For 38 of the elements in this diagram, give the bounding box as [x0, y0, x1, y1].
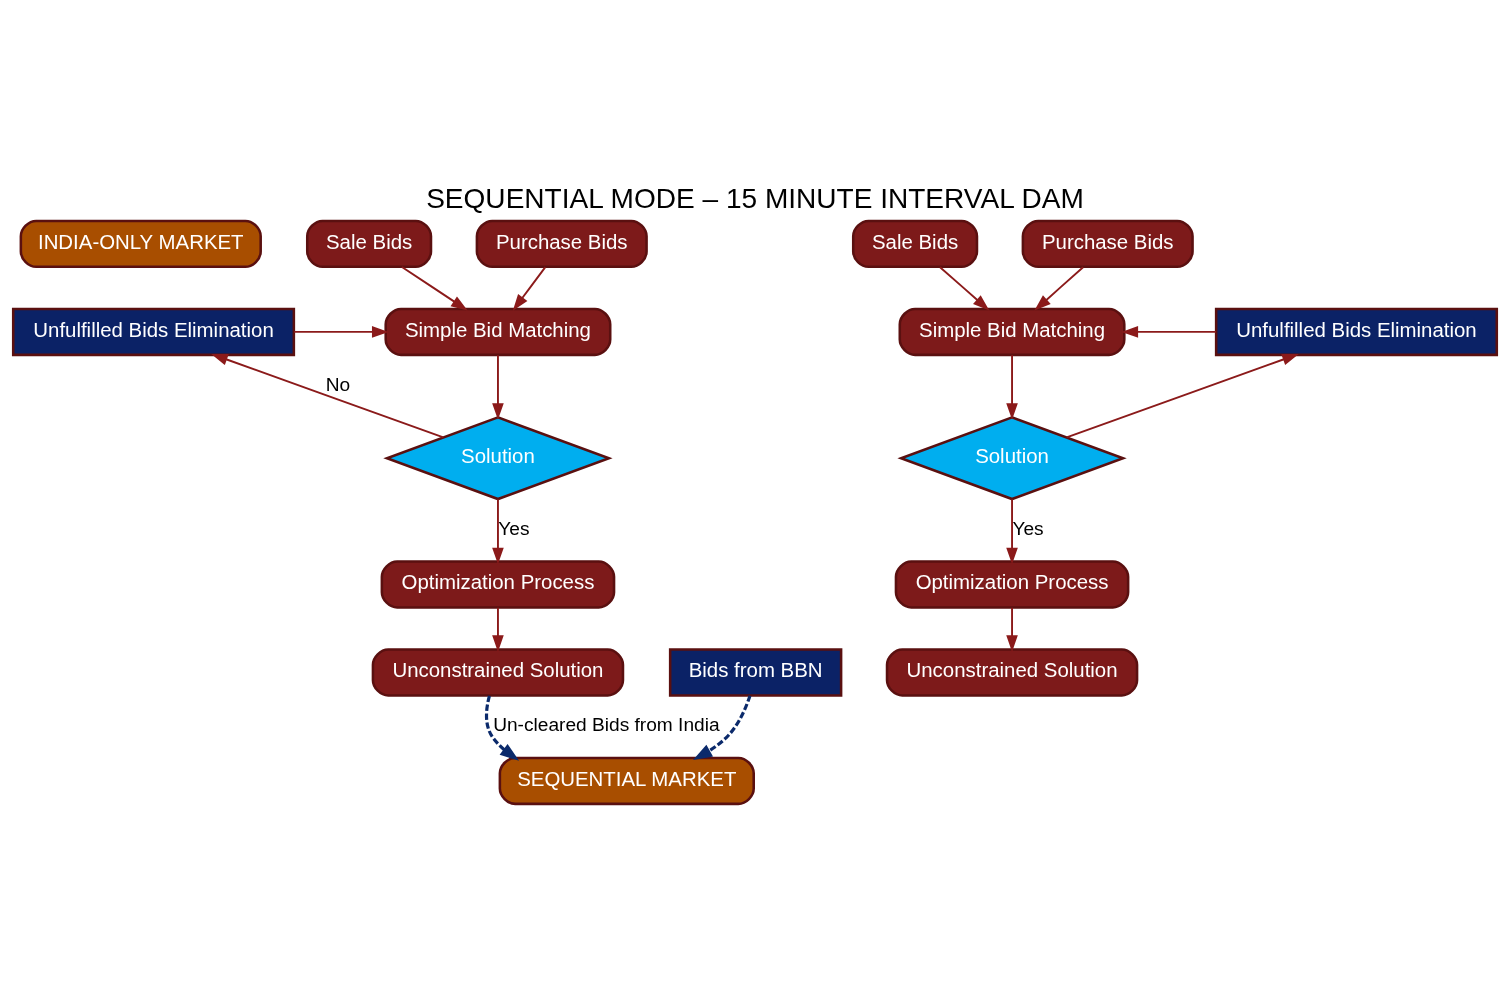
arrow	[1121, 326, 1217, 338]
node-box: Purchase Bids	[1021, 219, 1194, 269]
arrow	[401, 266, 468, 311]
arrow	[492, 354, 504, 420]
edge-label: Yes	[498, 517, 530, 539]
node-box: Sale Bids	[305, 219, 433, 269]
node-box: Unfulfilled Bids Elimination	[11, 307, 296, 357]
node-box: Simple Bid Matching	[898, 307, 1126, 357]
arrow	[1065, 353, 1299, 439]
diagram-title: SEQUENTIAL MODE – 15 MINUTE INTERVAL DAM	[426, 182, 1084, 214]
arrow	[1006, 354, 1018, 420]
arrow	[484, 695, 520, 761]
node-box: SEQUENTIAL MARKET	[498, 756, 755, 806]
node-box: Optimization Process	[380, 560, 616, 609]
node-box: Simple Bid Matching	[384, 307, 612, 357]
arrow	[211, 353, 445, 439]
arrow	[693, 695, 752, 761]
node-box: Unconstrained Solution	[885, 648, 1139, 697]
edge-label: No	[325, 373, 351, 395]
arrow	[939, 266, 990, 311]
arrow	[1034, 266, 1085, 311]
node-box: INDIA-ONLY MARKET	[19, 219, 262, 269]
node-diamond: Solution	[383, 416, 613, 501]
edge-label: Un-cleared Bids from India	[493, 714, 720, 736]
node-box: Bids from BBN	[668, 648, 843, 697]
arrow	[1006, 606, 1018, 652]
arrow	[512, 266, 547, 311]
arrow	[1006, 498, 1018, 565]
arrow	[492, 606, 504, 652]
node-box: Purchase Bids	[475, 219, 648, 269]
node-box: Unconstrained Solution	[371, 648, 625, 697]
arrow	[492, 498, 504, 565]
node-box: Sale Bids	[851, 219, 979, 269]
edge-label: Yes	[1012, 517, 1044, 539]
node-diamond: Solution	[897, 416, 1127, 501]
arrow	[293, 326, 389, 338]
node-box: Unfulfilled Bids Elimination	[1214, 307, 1499, 357]
node-box: Optimization Process	[894, 560, 1130, 609]
